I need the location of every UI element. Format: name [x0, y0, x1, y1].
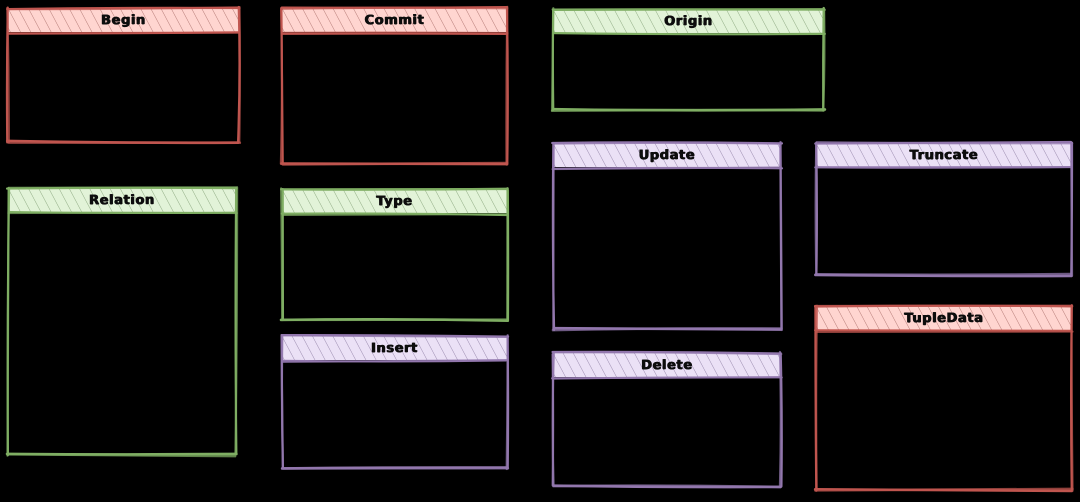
node-outline-update — [551, 140, 784, 332]
node-tupledata[interactable]: TupleData — [813, 304, 1074, 493]
node-begin[interactable]: Begin — [5, 5, 242, 145]
node-outline-tupledata — [813, 304, 1074, 493]
node-outline-relation — [5, 186, 239, 458]
node-outline-origin — [550, 6, 827, 113]
node-outline-delete — [551, 350, 783, 489]
node-delete[interactable]: Delete — [551, 350, 783, 489]
node-type[interactable]: Type — [279, 186, 510, 323]
node-origin[interactable]: Origin — [550, 6, 827, 113]
node-commit[interactable]: Commit — [279, 5, 509, 166]
node-update[interactable]: Update — [551, 140, 784, 332]
node-outline-insert — [280, 334, 510, 471]
node-truncate[interactable]: Truncate — [814, 140, 1074, 278]
node-insert[interactable]: Insert — [280, 334, 510, 471]
node-outline-type — [279, 186, 510, 323]
node-outline-begin — [5, 5, 242, 145]
node-outline-commit — [279, 5, 509, 166]
node-relation[interactable]: Relation — [5, 186, 239, 458]
node-outline-truncate — [814, 140, 1074, 278]
